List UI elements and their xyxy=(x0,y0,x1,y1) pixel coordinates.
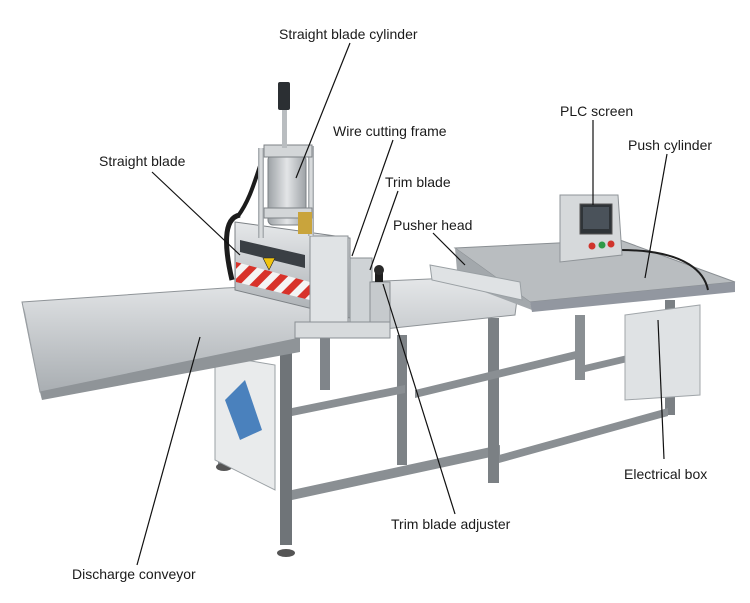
label-trim-blade-adjuster: Trim blade adjuster xyxy=(391,516,511,532)
label-straight-blade: Straight blade xyxy=(99,153,186,169)
leader-trim-blade-adjuster xyxy=(382,283,456,515)
discharge-conveyor-table xyxy=(21,274,521,400)
leader-electrical-box xyxy=(657,319,665,460)
leader-trim-blade xyxy=(369,190,399,271)
leader-wire-cutting-frame xyxy=(351,139,394,257)
plc-control-box xyxy=(559,194,623,263)
leader-straight-blade xyxy=(151,171,241,256)
label-push-cylinder: Push cylinder xyxy=(628,137,713,153)
leader-lines xyxy=(136,42,668,566)
trim-blade-adjuster-knob xyxy=(374,265,384,282)
leader-push-cylinder xyxy=(644,153,668,279)
leader-straight-blade-cylinder xyxy=(295,42,351,179)
right-table-frame xyxy=(415,300,701,483)
label-plc-screen: PLC screen xyxy=(560,103,634,119)
leader-pusher-head xyxy=(432,232,466,266)
cabinet-panel xyxy=(214,354,276,491)
label-trim-blade: Trim blade xyxy=(385,174,451,190)
label-pusher-head: Pusher head xyxy=(393,217,473,233)
label-wire-cutting-frame: Wire cutting frame xyxy=(333,123,447,139)
straight-blade-cylinder xyxy=(258,82,314,238)
left-table-frame xyxy=(216,330,500,557)
label-straight-blade-cylinder: Straight blade cylinder xyxy=(279,26,418,42)
leader-discharge-conveyor xyxy=(136,336,201,566)
label-discharge-conveyor: Discharge conveyor xyxy=(72,566,196,582)
push-housing xyxy=(429,239,736,312)
label-electrical-box: Electrical box xyxy=(624,466,708,482)
